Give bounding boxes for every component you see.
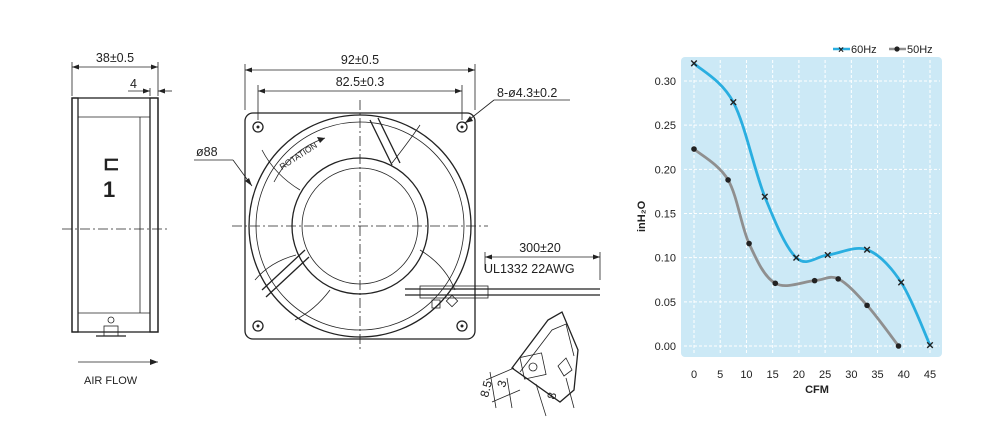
y-tick-label: 0.30 xyxy=(655,76,676,88)
x-tick-label: 15 xyxy=(767,369,779,381)
x-tick-label: 10 xyxy=(740,369,752,381)
x-tick-label: 0 xyxy=(691,369,697,381)
x-tick-label: 40 xyxy=(898,369,910,381)
point-60hz xyxy=(761,193,769,201)
x-tick-label: 30 xyxy=(845,369,857,381)
side-left-flange xyxy=(71,97,79,333)
series-line-50hz xyxy=(692,147,900,348)
rotation-arrow xyxy=(273,137,326,183)
point-60hz xyxy=(926,341,934,349)
legend-50hz-label: 50Hz xyxy=(907,44,933,56)
side-label-mark: 1 xyxy=(103,177,115,202)
point-60hz xyxy=(792,254,800,261)
legend-60hz-marker: × xyxy=(838,45,844,56)
front-view: ROTATION 92±0.5 82.5±0.3 8-ø4.3±0.2 xyxy=(194,53,601,350)
terminal-dim-85: 8.5 xyxy=(477,379,495,399)
lead-length-dim: 300±20 xyxy=(519,241,561,255)
outer-dim: 92±0.5 xyxy=(341,53,379,67)
chart-grid xyxy=(684,60,940,354)
x-axis-title: CFM xyxy=(805,384,829,396)
chart-curves xyxy=(690,60,934,349)
terminal-detail: 8.5 3 8 xyxy=(477,311,579,417)
side-right-flange xyxy=(149,97,159,333)
chart-legend: × 60Hz 50Hz xyxy=(833,44,933,56)
y-axis-title: inH₂O xyxy=(636,200,648,232)
side-width-dim: 38±0.5 xyxy=(96,51,134,65)
point-50hz xyxy=(835,276,842,282)
wire-spec: UL1332 22AWG xyxy=(484,262,575,276)
y-tick-labels: 0.00 0.05 0.10 0.15 0.20 0.25 0.30 xyxy=(655,76,676,353)
side-view: ⊏ 1 38±0.5 4 AIR FLOW xyxy=(62,51,172,387)
point-50hz xyxy=(725,177,731,183)
diameter-callout: ø88 xyxy=(196,145,218,159)
point-60hz xyxy=(863,246,871,254)
point-60hz xyxy=(730,98,737,106)
performance-chart: 0.00 0.05 0.10 0.15 0.20 0.25 0.30 0 5 10 15 20 25 3… xyxy=(636,44,942,396)
lead-wires xyxy=(405,285,600,309)
side-flange-dim: 4 xyxy=(130,77,137,91)
y-tick-label: 0.25 xyxy=(655,120,676,132)
side-label-glyph: ⊏ xyxy=(103,153,120,175)
legend-60hz-label: 60Hz xyxy=(851,44,877,56)
point-50hz xyxy=(772,280,779,287)
airflow-label: AIR FLOW xyxy=(84,375,138,387)
y-tick-label: 0.20 xyxy=(655,164,676,176)
hole-spacing-dim: 82.5±0.3 xyxy=(336,75,385,89)
point-60hz xyxy=(690,60,698,67)
point-50hz xyxy=(864,302,870,309)
point-60hz xyxy=(824,251,832,259)
mounting-holes xyxy=(252,121,468,332)
x-tick-label: 20 xyxy=(793,369,805,381)
x-tick-label: 45 xyxy=(924,369,936,381)
terminal-dim-3: 3 xyxy=(494,379,509,389)
x-tick-label: 5 xyxy=(717,369,723,381)
point-50hz xyxy=(895,343,902,349)
x-tick-label: 25 xyxy=(819,369,831,381)
y-tick-label: 0.05 xyxy=(655,297,676,309)
y-tick-label: 0.00 xyxy=(655,341,676,353)
legend-50hz-marker xyxy=(894,46,900,52)
y-tick-label: 0.15 xyxy=(655,209,676,221)
point-50hz xyxy=(811,277,818,284)
y-tick-label: 0.10 xyxy=(655,253,676,265)
side-body-outline xyxy=(71,97,159,333)
terminal-dim-8: 8 xyxy=(544,391,559,401)
point-50hz xyxy=(691,146,697,152)
point-60hz xyxy=(897,279,905,286)
x-tick-labels: 0 5 10 15 20 25 30 35 40 45 xyxy=(691,369,936,381)
point-50hz xyxy=(746,240,752,247)
x-tick-label: 35 xyxy=(871,369,883,381)
hole-callout: 8-ø4.3±0.2 xyxy=(497,86,557,100)
